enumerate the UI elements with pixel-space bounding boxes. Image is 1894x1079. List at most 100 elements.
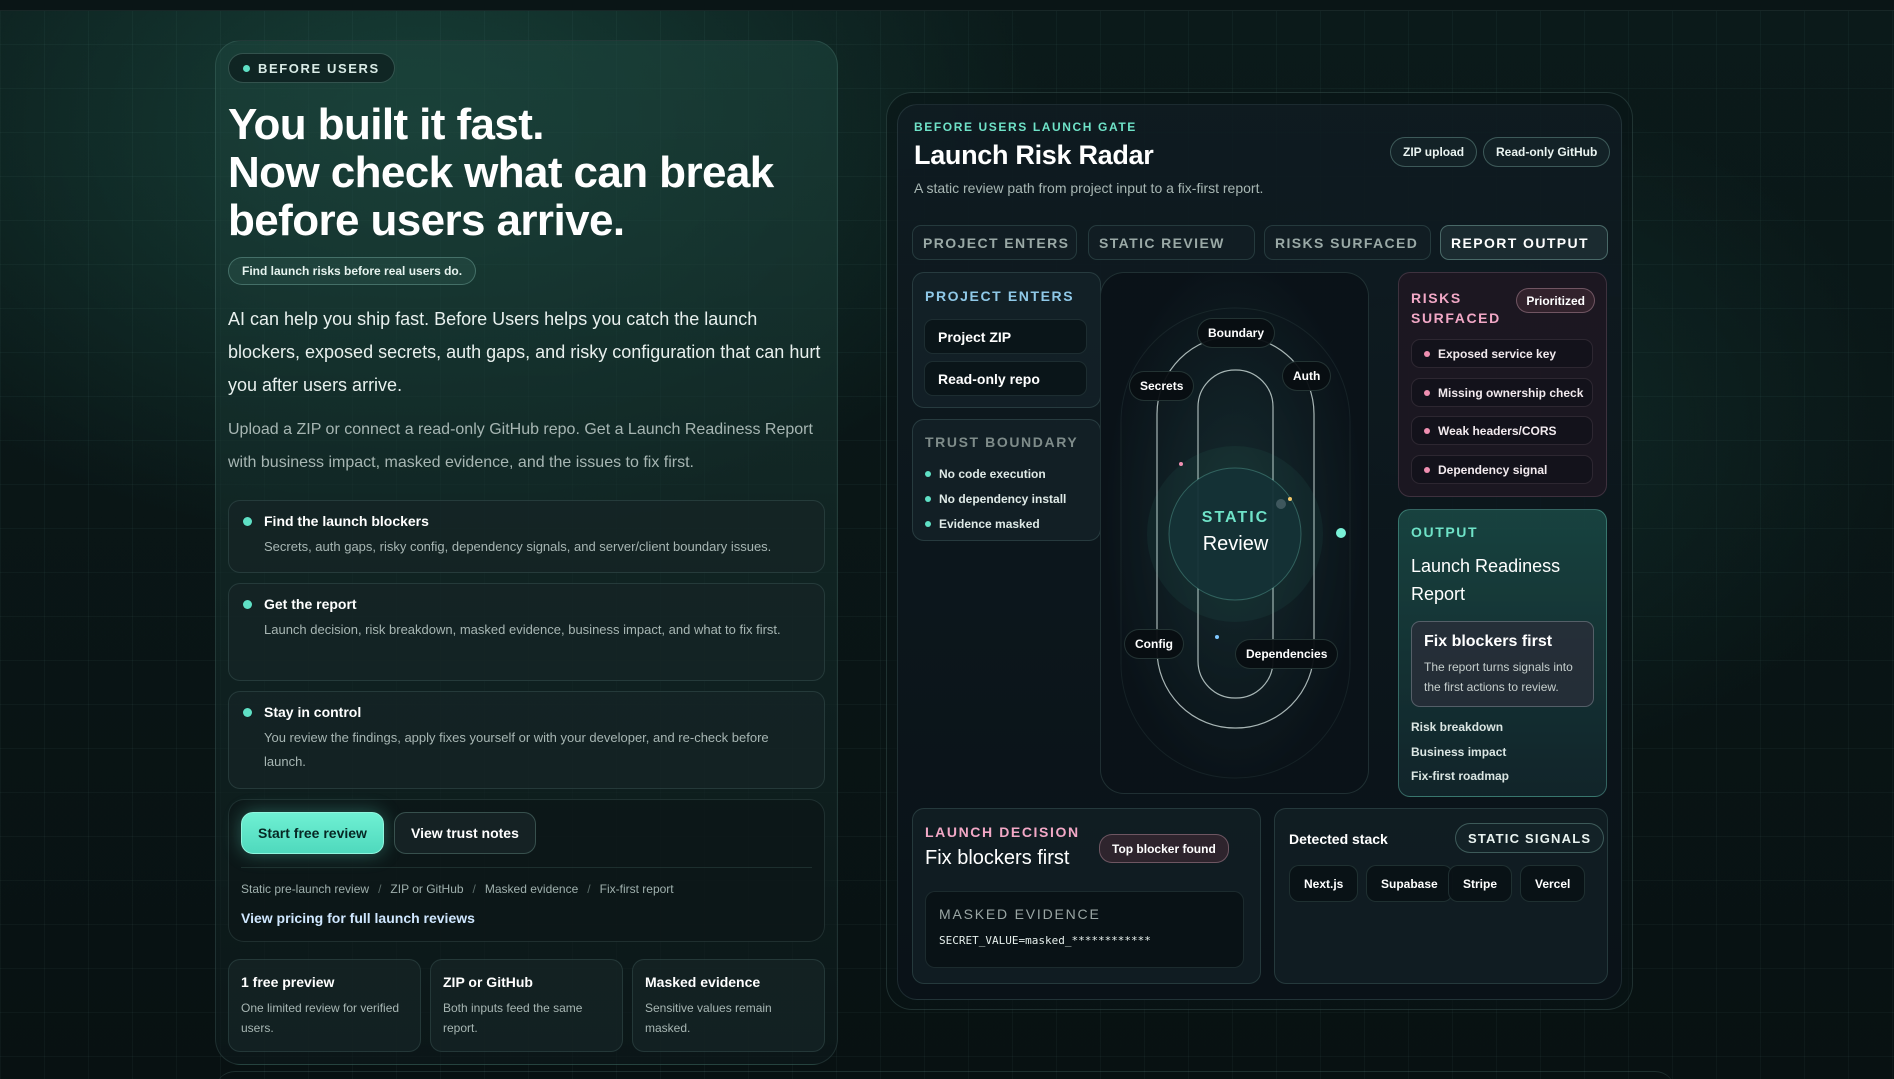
risk-item-label: Exposed service key [1438,346,1557,361]
masked-evidence-label: MASKED EVIDENCE [939,906,1101,922]
feature-dot-icon [243,600,252,609]
mini-card-desc: One limited review for verified users. [241,1001,400,1035]
stack-chip-vercel: Vercel [1520,865,1586,902]
stack-chip-supabase: Supabase [1366,865,1453,902]
project-zip-chip[interactable]: Project ZIP [924,319,1087,354]
risk-dot-icon [1424,466,1430,473]
divider [241,867,812,868]
trust-item-label: Evidence masked [939,517,1040,531]
feature-breadcrumb: Static pre-launch review / ZIP or GitHub… [241,882,674,896]
eyebrow-badge: BEFORE USERS [228,53,395,83]
tab-static-review[interactable]: STATIC REVIEW [1088,225,1255,260]
view-trust-notes-button[interactable]: View trust notes [394,812,536,854]
feature-desc: Secrets, auth gaps, risky config, depend… [264,539,772,554]
static-review-radar: STATIC Review Boundary Secrets Auth Conf… [1100,272,1369,794]
output-title-line-2: Report [1411,584,1466,604]
fix-card-title: Fix blockers first [1424,633,1553,650]
cta-box: Start free review View trust notes Stati… [228,799,825,942]
mini-card-zip-github: ZIP or GitHub Both inputs feed the same … [430,959,623,1052]
risk-item[interactable]: Exposed service key [1411,339,1593,368]
tab-project-enters[interactable]: PROJECT ENTERS [912,225,1077,260]
radar-inner-card: BEFORE USERS LAUNCH GATE Launch Risk Rad… [897,104,1622,1000]
read-only-repo-chip[interactable]: Read-only repo [924,361,1087,396]
crumb-item: ZIP or GitHub [390,882,464,896]
fix-first-roadmap-link[interactable]: Fix-first roadmap [1411,769,1510,783]
status-dot-icon [243,64,250,72]
launch-decision-label: LAUNCH DECISION [925,824,1080,840]
feature-dot-icon [243,517,252,526]
risk-item[interactable]: Dependency signal [1411,455,1593,484]
prioritized-badge: Prioritized [1516,288,1595,313]
output-title-line-1: Launch Readiness [1411,556,1561,576]
trust-boundary-label: TRUST BOUNDARY [925,434,1079,450]
risks-label-line-1: RISKS [1411,290,1462,306]
hero-title-line-3: before users arrive. [228,196,625,245]
center-review-label: Review [1202,533,1269,555]
launch-risk-radar-panel: BEFORE USERS LAUNCH GATE Launch Risk Rad… [886,92,1633,1010]
mini-card-title: Masked evidence [645,974,761,990]
hero-tagline-chip: Find launch risks before real users do. [228,257,477,285]
hero-title-line-1: You built it fast. [228,100,545,149]
risks-label-line-2: SURFACED [1411,310,1501,326]
business-impact-link[interactable]: Business impact [1411,745,1507,759]
feature-dot-icon [243,708,252,717]
eyebrow-label: BEFORE USERS [258,60,380,76]
radar-subtitle: A static review path from project input … [914,180,1264,196]
pricing-link[interactable]: View pricing for full launch reviews [241,910,475,926]
node-auth[interactable]: Auth [1282,361,1332,391]
feature-desc: You review the findings, apply fixes you… [264,730,769,769]
read-only-github-badge: Read-only GitHub [1483,137,1611,167]
decision-title: Fix blockers first [925,847,1070,869]
node-boundary[interactable]: Boundary [1197,318,1276,348]
risk-dot-icon [1424,427,1430,434]
next-section-edge [215,1071,1675,1079]
feature-card-control: Stay in control You review the findings,… [228,691,825,789]
tab-report-output[interactable]: REPORT OUTPUT [1440,225,1608,260]
stack-chip-nextjs: Next.js [1289,865,1359,902]
risk-dot-icon [1424,389,1430,396]
mini-card-masked-evidence: Masked evidence Sensitive values remain … [632,959,825,1052]
radar-eyebrow: BEFORE USERS LAUNCH GATE [914,120,1137,134]
masked-evidence-panel: MASKED EVIDENCE SECRET_VALUE=masked_****… [925,891,1244,968]
node-config[interactable]: Config [1124,629,1184,659]
fix-blockers-card: Fix blockers first The report turns sign… [1411,621,1594,707]
trust-item: No code execution [925,467,1046,481]
crumb-separator: / [378,882,382,896]
bullet-icon [925,521,931,527]
mini-card-desc: Sensitive values remain masked. [645,1001,772,1035]
mini-card-desc: Both inputs feed the same report. [443,1001,583,1035]
crumb-separator: / [472,882,476,896]
bullet-icon [925,471,931,477]
feature-title: Find the launch blockers [264,513,429,529]
tab-risks-surfaced[interactable]: RISKS SURFACED [1264,225,1431,260]
node-dependencies[interactable]: Dependencies [1235,639,1339,669]
static-signals-badge: STATIC SIGNALS [1455,823,1605,853]
feature-desc: Launch decision, risk breakdown, masked … [264,622,781,637]
launch-decision-box: LAUNCH DECISION Fix blockers first Top b… [912,808,1261,984]
zip-upload-badge: ZIP upload [1390,137,1478,167]
output-title: Launch Readiness Report [1411,552,1560,608]
hero-subtext: Upload a ZIP or connect a read-only GitH… [228,421,813,471]
project-enters-label: PROJECT ENTERS [925,288,1075,304]
trust-item: No dependency install [925,492,1066,506]
crumb-item: Static pre-launch review [241,882,370,896]
crumb-separator: / [587,882,591,896]
output-box: OUTPUT Launch Readiness Report Fix block… [1398,509,1607,797]
feature-title: Stay in control [264,704,362,720]
start-free-review-button[interactable]: Start free review [241,812,384,854]
crumb-item: Fix-first report [599,882,674,896]
trust-item-label: No dependency install [939,492,1067,506]
risk-breakdown-link[interactable]: Risk breakdown [1411,720,1504,734]
stack-chip-stripe: Stripe [1448,865,1513,902]
feature-title: Get the report [264,596,357,612]
feature-card-report: Get the report Launch decision, risk bre… [228,583,825,681]
fix-card-desc: The report turns signals into the first … [1424,660,1573,694]
top-bar [0,0,1894,11]
hero-title-line-2: Now check what can break [228,148,774,197]
node-secrets[interactable]: Secrets [1129,371,1195,401]
risk-item[interactable]: Weak headers/CORS [1411,416,1593,445]
hero-body: AI can help you ship fast. Before Users … [228,309,821,395]
risk-item[interactable]: Missing ownership check [1411,378,1593,407]
feature-card-blockers: Find the launch blockers Secrets, auth g… [228,500,825,573]
detected-stack-box: Detected stack STATIC SIGNALS Next.js Su… [1274,808,1608,984]
